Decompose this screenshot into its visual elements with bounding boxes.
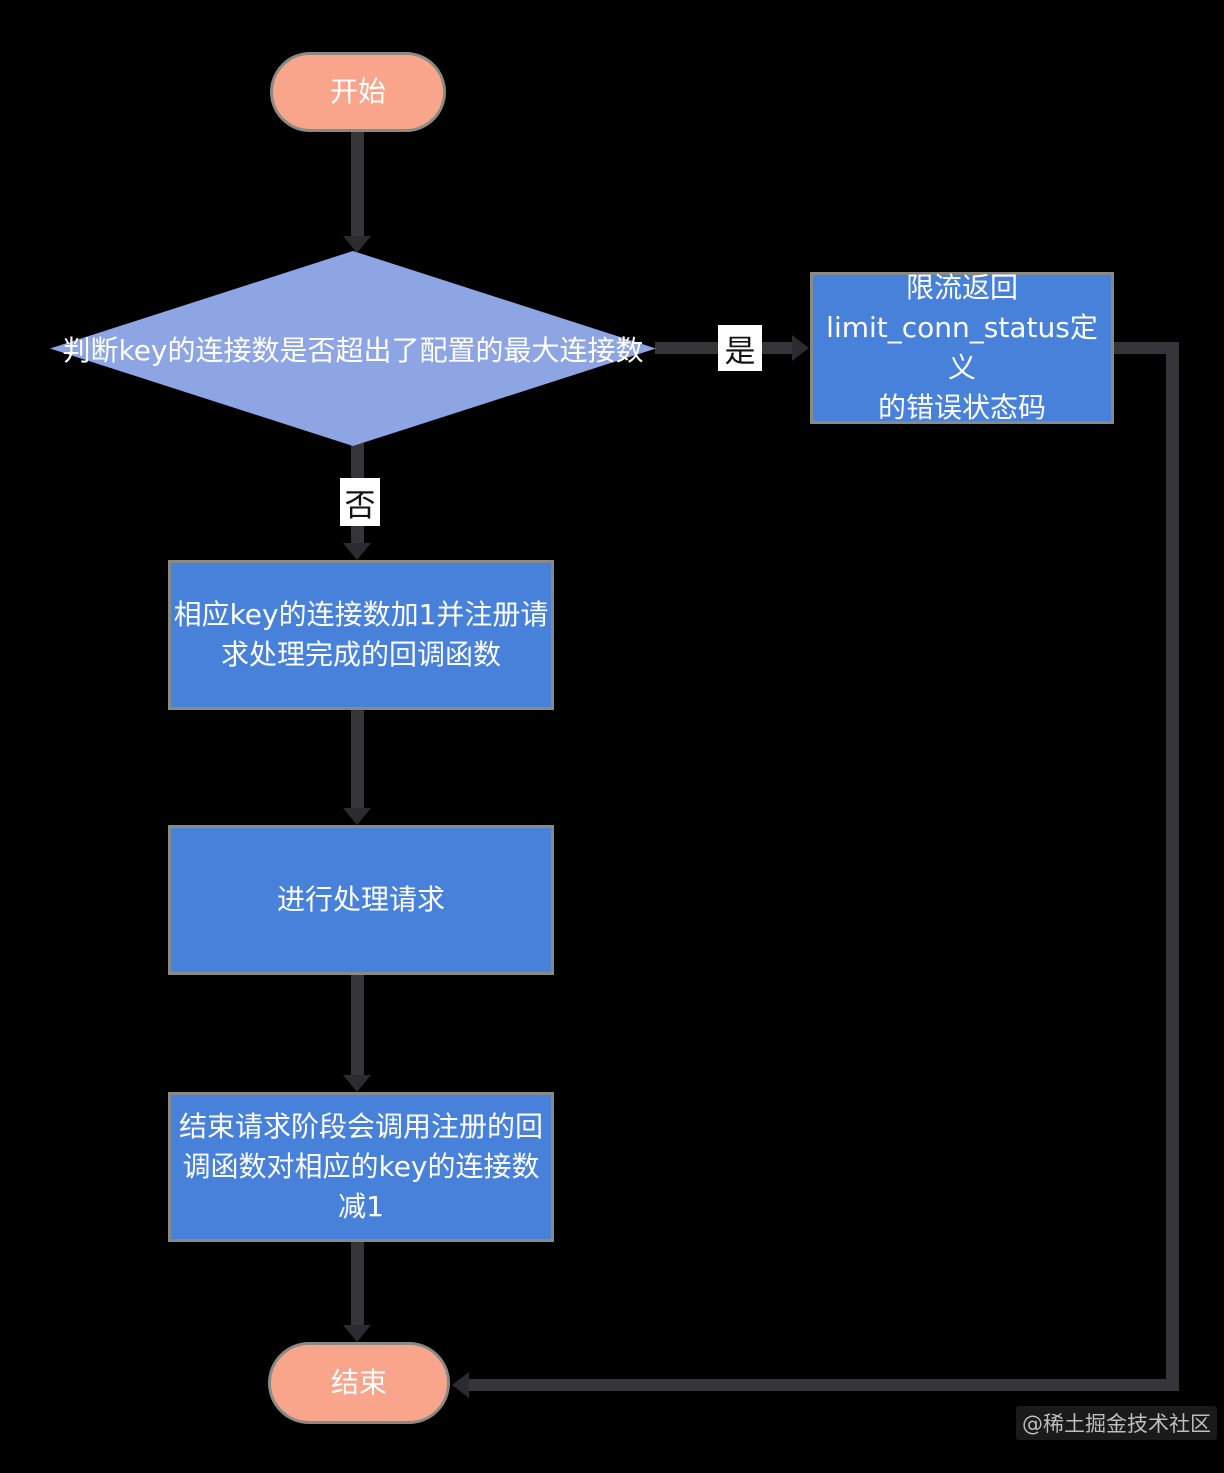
arrowhead-into-handle-box: [343, 808, 371, 825]
arrowhead-into-decr-box: [343, 1075, 371, 1092]
node-start: 开始: [270, 52, 446, 132]
node-decr-conn: 结束请求阶段会调用注册的回 调函数对相应的key的连接数 减1: [168, 1092, 554, 1242]
arrowhead-into-end-from-right: [452, 1372, 469, 1398]
arrowhead-into-limit-box: [792, 335, 809, 361]
node-limit-status: 限流返回 limit_conn_status定义 的错误状态码: [810, 271, 1114, 424]
node-end: 结束: [268, 1342, 450, 1424]
edge-limit-down-vertical: [1166, 342, 1179, 1391]
edge-limit-out-horizontal: [1113, 342, 1166, 354]
node-handle-request: 进行处理请求: [168, 825, 554, 975]
edge-handle-to-decr: [351, 973, 364, 1076]
edge-start-to-decision: [351, 130, 364, 236]
node-incr-conn: 相应key的连接数加1并注册请 求处理完成的回调函数: [168, 560, 554, 710]
edge-decr-to-end: [351, 1240, 364, 1326]
edge-label-yes: 是: [718, 325, 762, 371]
arrowhead-into-end: [343, 1325, 371, 1342]
node-decision: 判断key的连接数是否超出了配置的最大连接数: [50, 251, 656, 446]
edge-limit-to-end-horizontal: [468, 1379, 1179, 1391]
arrowhead-into-decision: [343, 236, 371, 253]
watermark: @稀土掘金技术社区: [1016, 1406, 1217, 1440]
arrowhead-into-incr-box: [343, 543, 371, 560]
edge-incr-to-handle: [351, 708, 364, 809]
edge-label-no: 否: [340, 478, 380, 526]
decision-label: 判断key的连接数是否超出了配置的最大连接数: [62, 333, 644, 367]
